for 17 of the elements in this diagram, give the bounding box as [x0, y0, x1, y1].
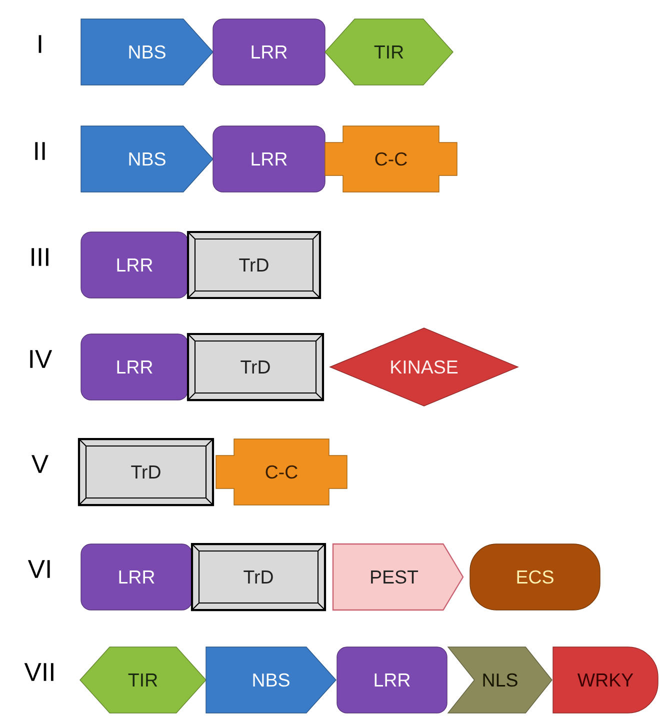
bevel-box: TrD — [190, 542, 326, 612]
row-numeral: VI — [28, 560, 50, 578]
row-numeral: V — [32, 455, 48, 473]
bevel-box: TrD — [186, 230, 322, 300]
row-numeral: I — [38, 35, 42, 53]
rounded-box: LRR — [80, 232, 188, 298]
row-numeral: III — [32, 248, 48, 266]
row-numeral: II — [35, 142, 45, 160]
rounded-box: LRR — [80, 334, 188, 400]
rounded-box: LRR — [212, 18, 326, 86]
row-numeral: VII — [24, 663, 54, 681]
rounded-box: LRR — [80, 544, 192, 610]
rounded-box: LRR — [212, 126, 326, 192]
bevel-box: TrD — [186, 332, 324, 402]
rounded-box: LRR — [336, 646, 448, 714]
row-numeral: IV — [30, 350, 52, 368]
bevel-box: TrD — [78, 438, 214, 506]
